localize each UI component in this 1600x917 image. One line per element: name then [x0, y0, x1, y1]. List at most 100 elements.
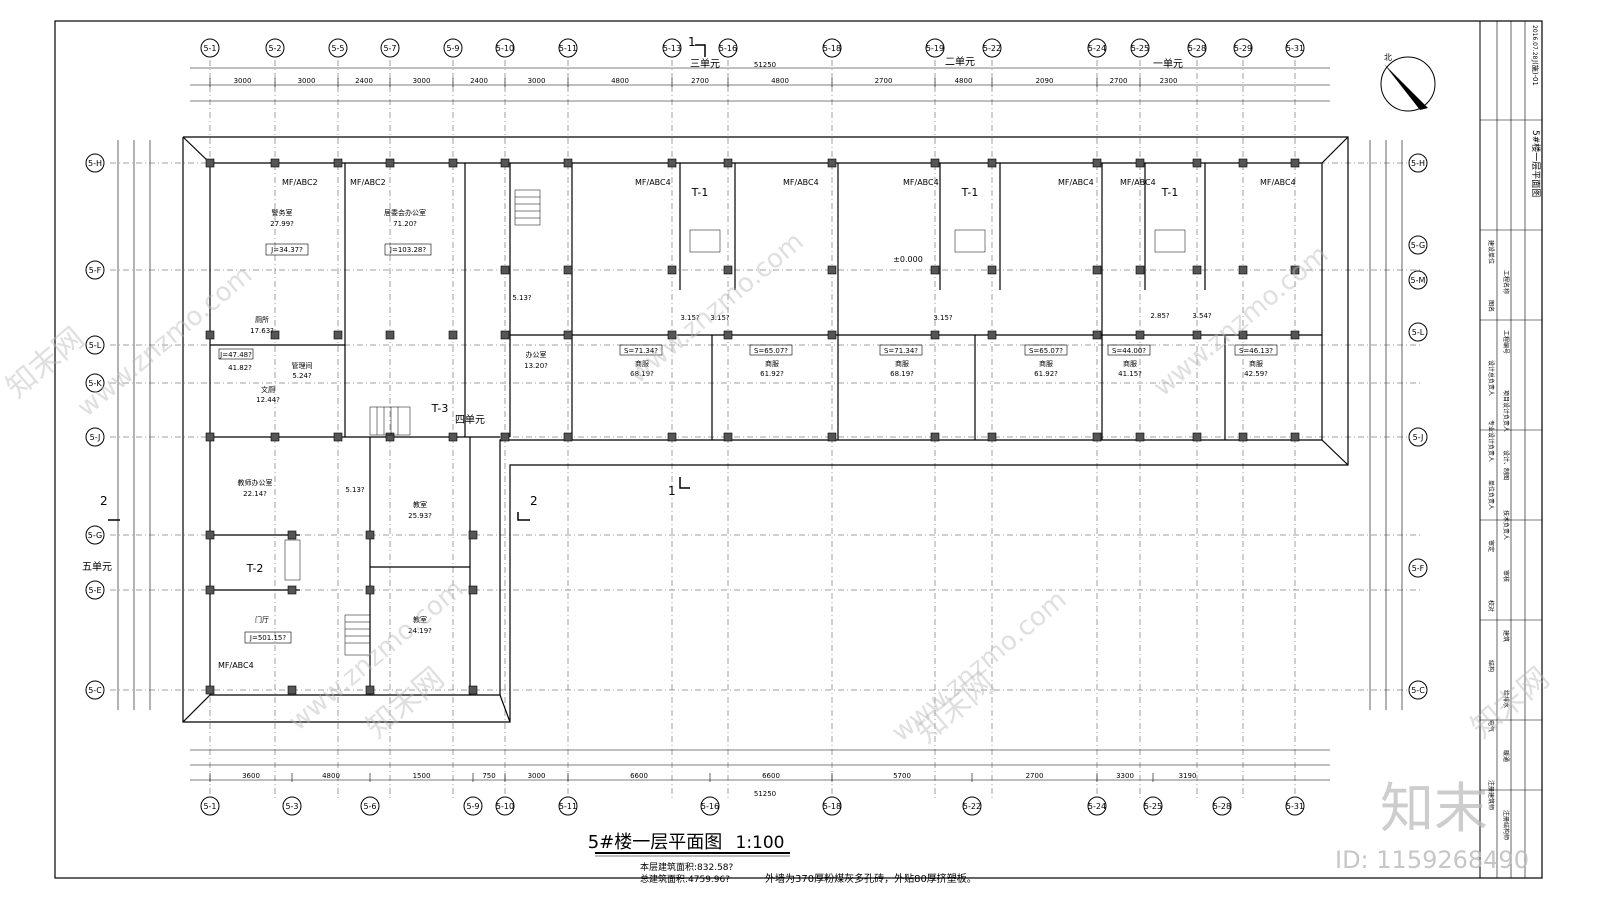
- room-extra: J=34.37?: [270, 246, 303, 254]
- axis-bubble: 5-22: [982, 38, 1002, 58]
- svg-text:5-19: 5-19: [926, 44, 944, 53]
- column: [563, 330, 573, 340]
- svg-text:5-16: 5-16: [719, 44, 737, 53]
- dimension-text: 6600: [762, 772, 780, 780]
- room-area: 68.19?: [630, 370, 654, 378]
- room-area: 42.59?: [1244, 370, 1268, 378]
- room-extra: S=46.13?: [1239, 347, 1273, 355]
- unit-label-1: 一单元: [1153, 58, 1183, 70]
- title-block-field: 注册结构师: [1502, 810, 1510, 840]
- column: [270, 432, 280, 442]
- axis-bubble: 5-G: [85, 525, 105, 545]
- axis-bubble: 5-13: [662, 38, 682, 58]
- stair-label: T-1: [961, 186, 979, 199]
- svg-text:5-9: 5-9: [466, 802, 479, 811]
- structural-columns: [205, 158, 1300, 695]
- column: [1238, 265, 1248, 275]
- column: [827, 330, 837, 340]
- axis-bubble: 5-24: [1087, 796, 1107, 816]
- room-name: 教室: [413, 615, 427, 624]
- section-mark-2-right: 2: [530, 494, 538, 508]
- column: [1135, 265, 1145, 275]
- axis-bubble: 5-28: [1212, 796, 1232, 816]
- column: [987, 265, 997, 275]
- title-block-field: 结构: [1487, 660, 1495, 672]
- room-name: 商服: [895, 359, 909, 368]
- stair-label: T-2: [246, 562, 264, 575]
- column: [500, 265, 510, 275]
- room-name: 商服: [765, 359, 779, 368]
- room-area: 24.19?: [408, 627, 432, 635]
- room-name: 文厕: [261, 385, 275, 394]
- column: [987, 330, 997, 340]
- column: [827, 158, 837, 168]
- svg-text:5-16: 5-16: [701, 802, 719, 811]
- dimension-text: 4800: [611, 77, 629, 85]
- title-block-field: 审核: [1502, 570, 1510, 582]
- unit-label-3: 三单元: [690, 58, 720, 70]
- svg-text:5-28: 5-28: [1213, 802, 1231, 811]
- title-block-field: 建筑: [1502, 630, 1510, 642]
- svg-text:5-J: 5-J: [1413, 433, 1424, 442]
- north-arrow-icon: 北: [1380, 53, 1436, 112]
- column: [1238, 330, 1248, 340]
- column: [365, 585, 375, 595]
- svg-text:5-7: 5-7: [383, 44, 396, 53]
- title-block-field: 暖通: [1502, 750, 1510, 762]
- svg-text:5-22: 5-22: [963, 802, 981, 811]
- room-area: 2.85?: [1150, 312, 1170, 320]
- column: [287, 530, 297, 540]
- extinguisher-label: MF/ABC2: [282, 178, 318, 187]
- room-area: 22.14?: [243, 490, 267, 498]
- stair-label: T-3: [431, 402, 449, 415]
- column: [500, 158, 510, 168]
- column: [563, 158, 573, 168]
- dimension-text: 2700: [1110, 77, 1128, 85]
- room-area: 61.92?: [760, 370, 784, 378]
- svg-text:5-11: 5-11: [559, 44, 577, 53]
- svg-text:5-1: 5-1: [203, 44, 216, 53]
- column: [987, 158, 997, 168]
- column: [205, 530, 215, 540]
- column: [448, 432, 458, 442]
- column: [333, 432, 343, 442]
- dimension-text: 2700: [691, 77, 709, 85]
- dimension-text: 3000: [413, 77, 431, 85]
- title-block-field: 给排水: [1502, 690, 1510, 708]
- room-area: 13.20?: [524, 362, 548, 370]
- column: [385, 330, 395, 340]
- room-name: 商服: [1123, 359, 1137, 368]
- column: [1192, 158, 1202, 168]
- column: [468, 685, 478, 695]
- axis-bubble: 5-16: [718, 38, 738, 58]
- column: [1192, 432, 1202, 442]
- title-block-field: 注册建筑师: [1487, 780, 1495, 810]
- axis-bubble: 5-24: [1087, 38, 1107, 58]
- column: [667, 265, 677, 275]
- dimension-text: 2400: [470, 77, 488, 85]
- column: [468, 585, 478, 595]
- room-area: 41.15?: [1118, 370, 1142, 378]
- title-block-drawing-name: 5#楼一层平面图: [1530, 130, 1542, 197]
- column: [205, 330, 215, 340]
- svg-text:5-22: 5-22: [983, 44, 1001, 53]
- svg-text:5-F: 5-F: [1412, 564, 1425, 573]
- section-line-1-top: [695, 44, 706, 57]
- svg-text:5-28: 5-28: [1188, 44, 1206, 53]
- axis-bubble: 5-E: [85, 580, 105, 600]
- axis-bubble: 5-L: [85, 335, 105, 355]
- title-block-field: 图名: [1487, 300, 1495, 312]
- axis-bubble: 5-29: [1233, 38, 1253, 58]
- axis-bubble: 5-1: [200, 38, 220, 58]
- title-block-field: 技术负责人: [1502, 510, 1510, 540]
- total-area-note: 总建筑面积:4759.96?: [640, 873, 730, 885]
- column: [365, 685, 375, 695]
- column: [987, 432, 997, 442]
- room-name: 商服: [1039, 359, 1053, 368]
- watermark-site: www.znzmo.com: [623, 227, 809, 390]
- section-mark-2-left: 2: [100, 494, 108, 508]
- axis-grid-lines: [110, 60, 1420, 800]
- room-area: 71.20?: [393, 220, 417, 228]
- room-area: 3.15?: [933, 314, 953, 322]
